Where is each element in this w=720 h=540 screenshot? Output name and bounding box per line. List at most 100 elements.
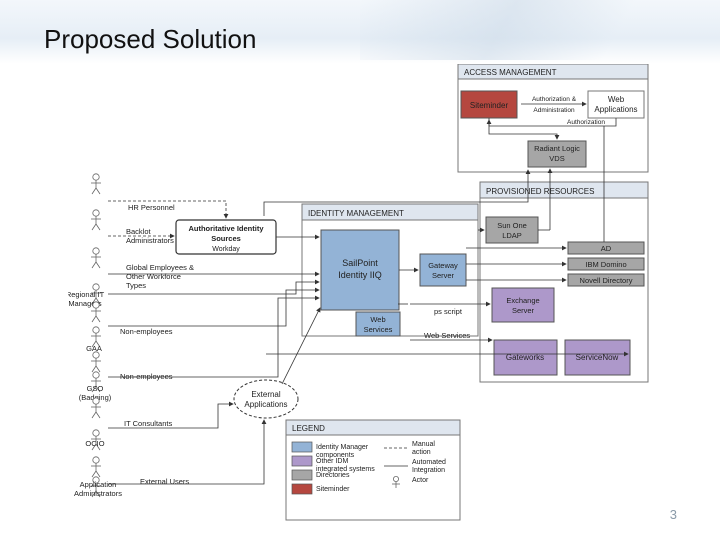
authz-admin-label-1: Authorization &	[532, 96, 577, 103]
web-services-label-1: Web	[370, 315, 385, 324]
ibm-domino-label: IBM Domino	[585, 260, 626, 269]
siteminder-to-vds-edge	[488, 118, 560, 140]
actor-icon	[91, 209, 101, 231]
sun-one-node	[485, 216, 539, 244]
ibm-domino-node	[567, 257, 645, 271]
exchange-node	[491, 287, 555, 323]
legend-label: Identity Manager	[316, 444, 369, 451]
provisioned-resources-title: PROVISIONED RESOURCES	[486, 187, 594, 196]
ad-label: AD	[601, 244, 612, 253]
actor-icon	[91, 326, 101, 348]
actor-icon	[91, 371, 101, 393]
actor-label: IT Consultants	[124, 419, 172, 428]
actor-icon	[91, 173, 101, 195]
actor-icon	[91, 351, 101, 373]
web-applications-label-2: Applications	[594, 105, 637, 114]
legend-swatch	[291, 469, 313, 481]
radiant-logic-label-1: Radiant Logic	[534, 144, 580, 153]
auth-sources-label-2: Sources	[211, 234, 241, 243]
sun-one-label-1: Sun One	[497, 221, 527, 230]
actor-label: GAA	[86, 344, 102, 353]
external-apps-node	[233, 379, 299, 419]
legend-header	[285, 419, 461, 436]
sailpoint-label-2: Identity IIQ	[338, 270, 382, 280]
gateworks-node	[493, 339, 558, 376]
external-users-edge	[108, 419, 267, 485]
servicenow-label: ServiceNow	[576, 353, 619, 362]
hr-personnel-edge	[108, 200, 229, 219]
non-employees-edge-2	[108, 295, 320, 378]
actor-label: Types	[126, 281, 146, 290]
radiant-logic-node	[527, 140, 587, 168]
identity-architecture-diagram: ACCESS MANAGEMENT Siteminder Web Applica…	[68, 64, 652, 522]
actor-icon	[91, 247, 101, 269]
actor-label: Managers	[68, 299, 102, 308]
ps-script-label: ps script	[434, 307, 463, 316]
actor-label: Other Workforce	[126, 272, 181, 281]
legend-line-label: action	[412, 449, 431, 456]
sun-one-label-2: LDAP	[502, 231, 522, 240]
actor-icon	[91, 456, 101, 478]
external-apps-label-1: External	[251, 390, 281, 399]
actor-label: OCIO	[85, 439, 104, 448]
auth-sources-label-1: Authoritative Identity	[188, 224, 264, 233]
actor-label: Non-employees	[120, 372, 173, 381]
radiant-logic-label-2: VDS	[549, 154, 564, 163]
ad-node	[567, 241, 645, 255]
novell-node	[567, 273, 645, 287]
web-services-node	[355, 311, 401, 337]
web-applications-label-1: Web	[608, 95, 625, 104]
servicenow-node	[564, 339, 631, 376]
actor-icon	[91, 429, 101, 451]
actor-label: HR Personnel	[128, 203, 175, 212]
authz-admin-label-2: Administration	[533, 107, 575, 114]
legend-line-label: Automated	[412, 459, 446, 466]
gateworks-label: Gateworks	[506, 353, 544, 362]
exchange-label-1: Exchange	[506, 296, 539, 305]
legend-actor-icon	[392, 475, 400, 488]
iiq-to-vds-edge	[263, 169, 531, 216]
web-applications-node	[587, 90, 645, 119]
legend-swatch	[291, 441, 313, 453]
identity-management-title: IDENTITY MANAGEMENT	[308, 209, 404, 218]
novell-label: Novell Directory	[580, 276, 633, 285]
siteminder-node	[460, 90, 518, 119]
exchange-label-2: Server	[512, 306, 535, 315]
legend-line-label: Manual	[412, 441, 435, 448]
legend-swatch	[291, 483, 313, 495]
legend-label: Directories	[316, 472, 350, 479]
actor-label: Backlot	[126, 227, 152, 236]
diagram-canvas: ACCESS MANAGEMENT Siteminder Web Applica…	[68, 64, 649, 521]
identity-management-header	[301, 203, 479, 221]
external-to-iiq-edge	[281, 307, 321, 385]
legend-title: LEGEND	[292, 424, 325, 433]
actor-label: Non-employees	[120, 327, 173, 336]
actor-label: Administrators	[126, 236, 174, 245]
actor-label: Global Employees &	[126, 263, 194, 272]
non-employees-edge-1	[108, 287, 320, 327]
legend-panel	[285, 419, 461, 521]
actor-icon	[91, 283, 101, 305]
sailpoint-label-1: SailPoint	[342, 258, 378, 268]
header-background	[0, 0, 720, 64]
actor-label: Administrators	[74, 489, 122, 498]
legend-label: integrated systems	[316, 466, 375, 473]
legend-swatch	[291, 455, 313, 467]
regional-managers-edge	[108, 279, 320, 295]
auth-sources-sub: Workday	[212, 246, 240, 253]
access-management-header	[457, 64, 649, 80]
provisioned-resources-header	[479, 181, 649, 199]
authorization-label: Authorization	[567, 119, 605, 126]
actor-icon	[91, 476, 101, 498]
gateway-label-2: Server	[432, 271, 455, 280]
web-services-label-2: Services	[364, 325, 393, 334]
gateway-node	[419, 253, 467, 287]
actor-connectors	[108, 200, 320, 485]
legend-label: Siteminder	[316, 486, 350, 493]
gateway-label-1: Gateway	[428, 261, 458, 270]
access-management-title: ACCESS MANAGEMENT	[464, 68, 557, 77]
actor-label: Application	[80, 480, 117, 489]
actor-icon	[91, 397, 101, 419]
actor-label: External Users	[140, 477, 189, 486]
